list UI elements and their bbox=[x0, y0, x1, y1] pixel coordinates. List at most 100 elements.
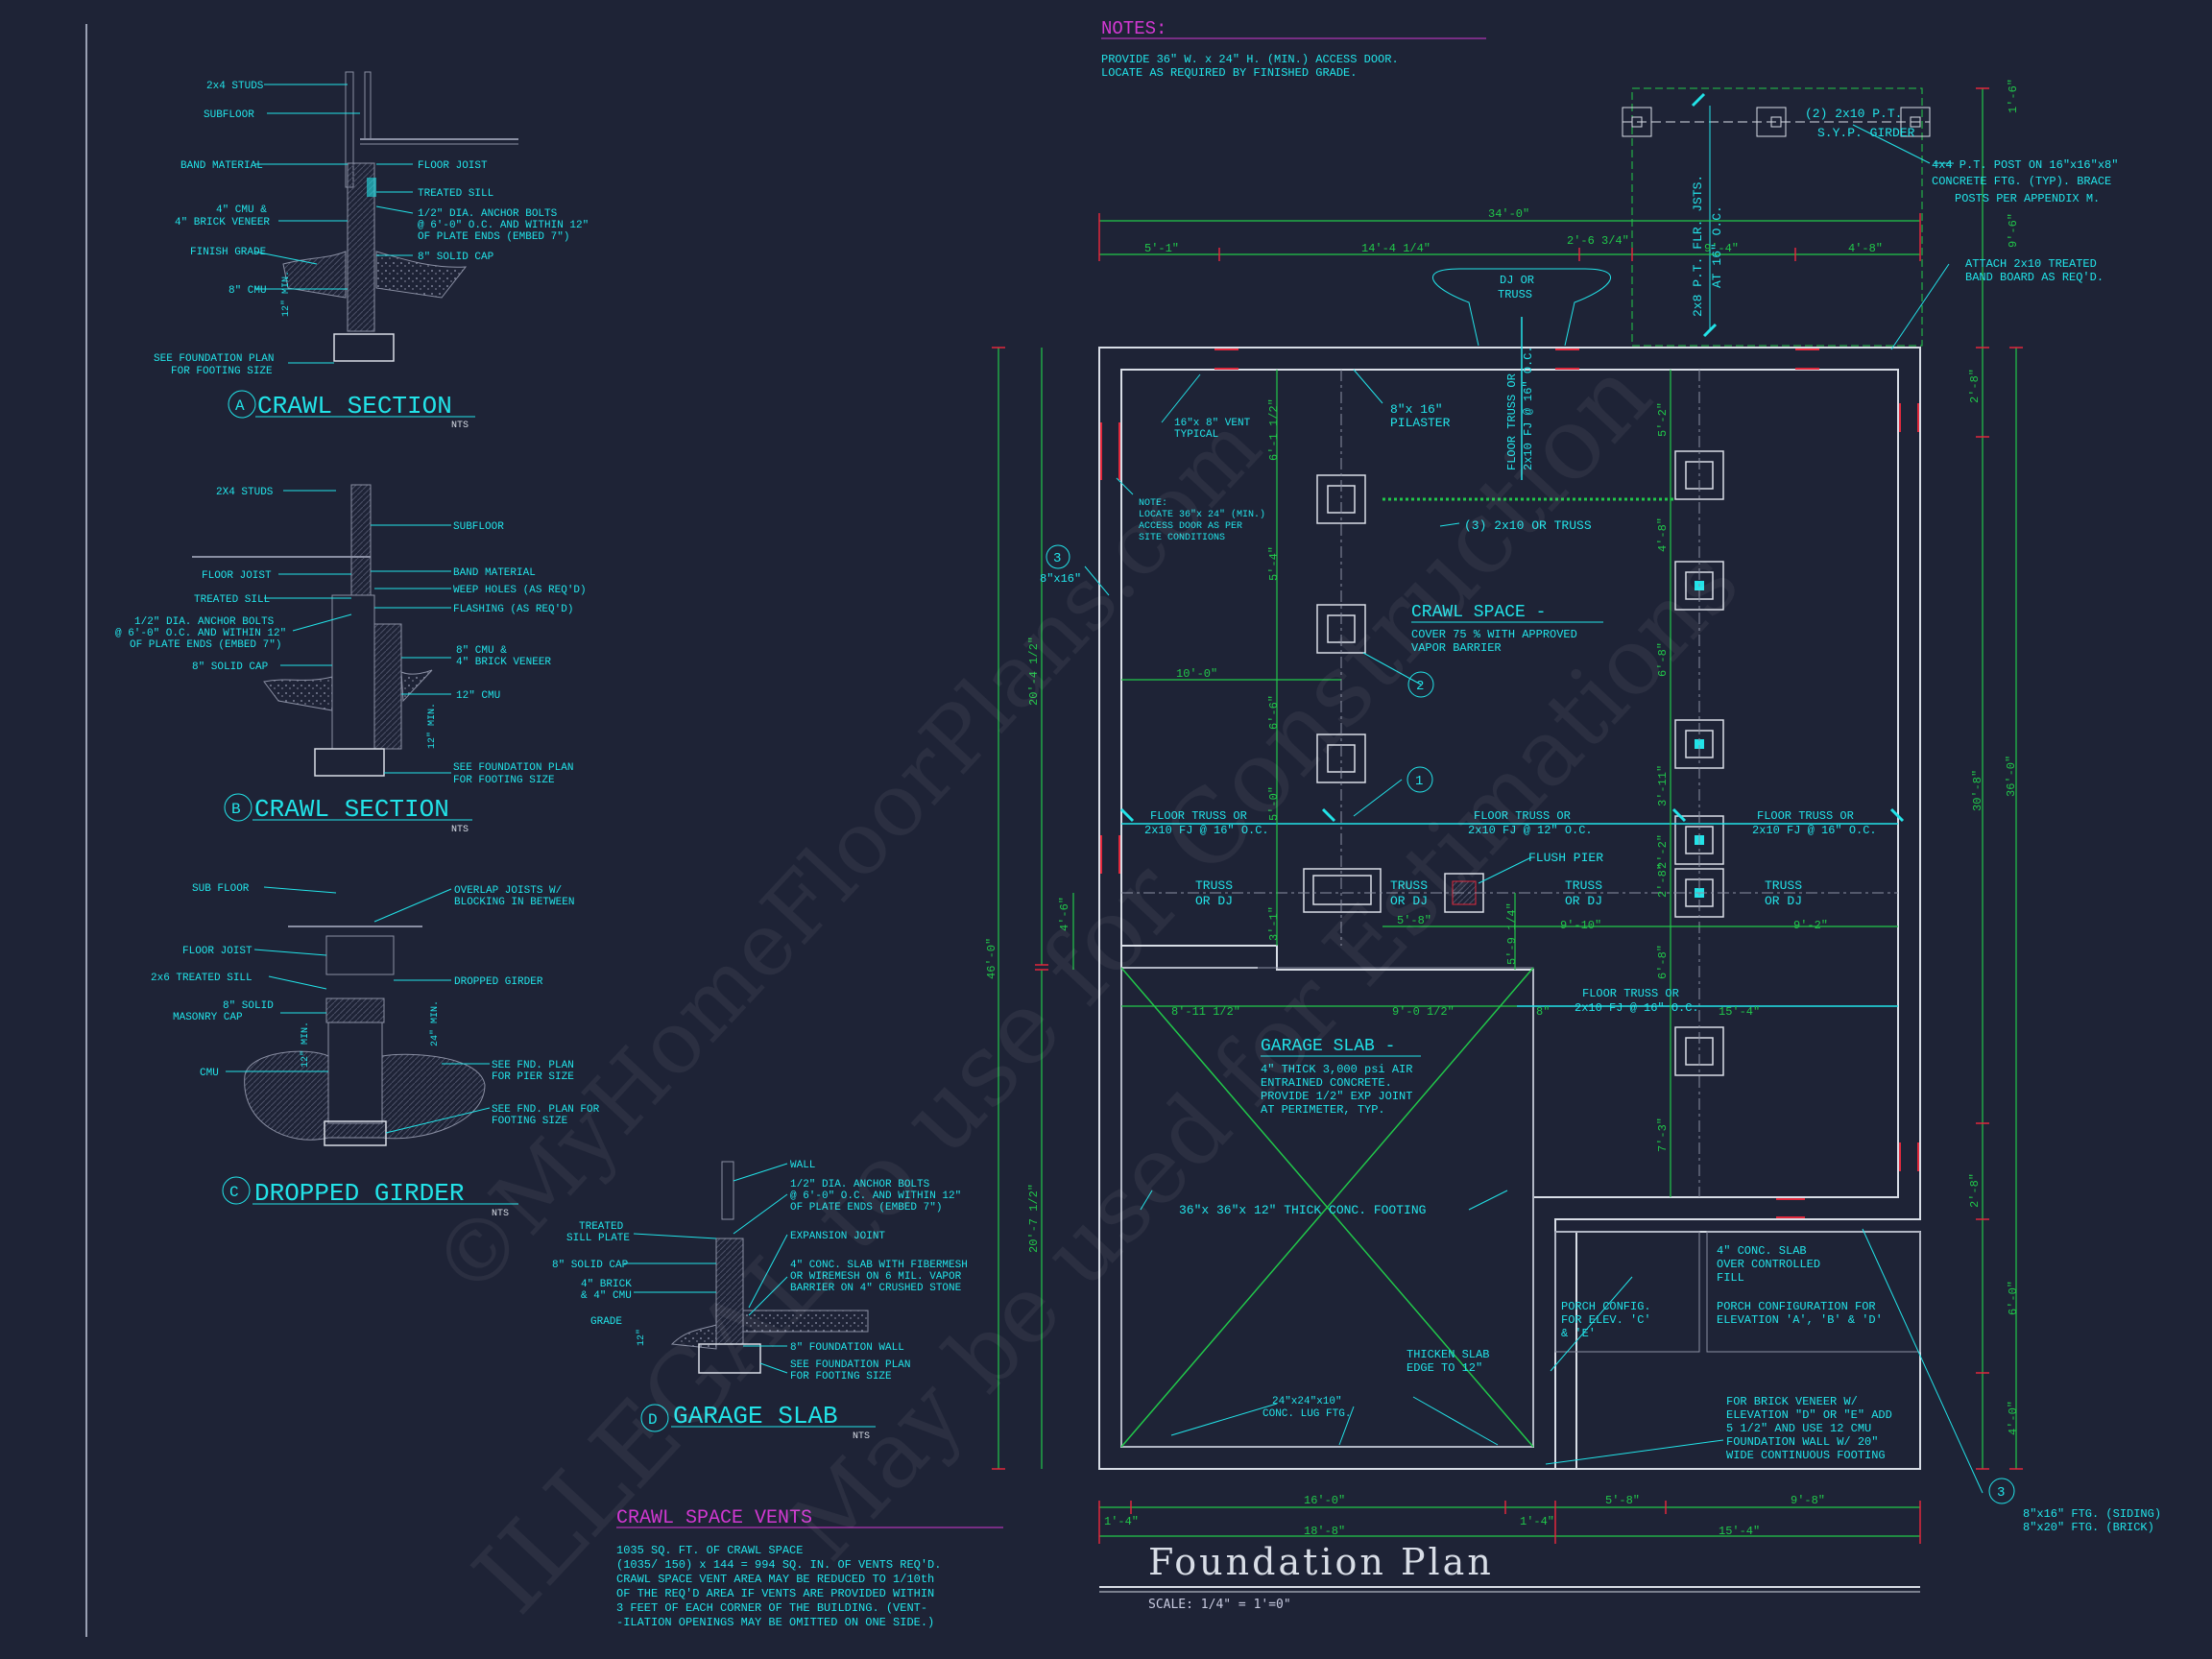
dim-inner-19: 2'-2" bbox=[1656, 834, 1670, 869]
b-label-flashing: FLASHING (AS REQ'D) bbox=[453, 604, 573, 615]
label-garage-5: AT PERIMETER, TYP. bbox=[1261, 1103, 1385, 1117]
a-label-brick: 4" BRICK VENEER bbox=[175, 217, 270, 228]
a-label-cap: 8" SOLID CAP bbox=[418, 252, 494, 263]
b-label-see-plan: SEE FOUNDATION PLAN bbox=[453, 762, 573, 774]
label-ft1-b: 2x10 FJ @ 16" O.C. bbox=[1144, 824, 1269, 837]
dim-inner-16: 4'-8" bbox=[1656, 517, 1670, 552]
detail-d-garage-slab: WALL 1/2" DIA. ANCHOR BOLTS @ 6'-0" O.C.… bbox=[552, 1160, 968, 1442]
dim-right-3: 2'-8" bbox=[1968, 369, 1982, 403]
c-label-sill: 2x6 TREATED SILL bbox=[151, 973, 252, 984]
label-flush-pier: FLUSH PIER bbox=[1528, 851, 1603, 865]
label-footing: 36"x 36"x 12" THICK CONC. FOOTING bbox=[1179, 1203, 1426, 1217]
a-label-cmu: 4" CMU & bbox=[216, 204, 267, 216]
dim-right-8: 4'-0" bbox=[2007, 1401, 2020, 1435]
label-access-note: NOTE: bbox=[1139, 498, 1167, 509]
c-title: DROPPED GIRDER bbox=[254, 1179, 464, 1208]
b-label-anchor2: @ 6'-0" O.C. AND WITHIN 12" bbox=[115, 628, 286, 639]
label-garage: GARAGE SLAB - bbox=[1261, 1037, 1395, 1056]
dim-inner-3: 6'-6" bbox=[1267, 695, 1281, 730]
label-pilaster: 8"x 16" bbox=[1390, 402, 1443, 417]
label-slab-3: FILL bbox=[1717, 1271, 1744, 1285]
callout-3-right-text-2: 8"x20" FTG. (BRICK) bbox=[2023, 1521, 2154, 1534]
d-label-wall: WALL bbox=[790, 1160, 815, 1171]
label-dj-2: TRUSS bbox=[1498, 288, 1532, 301]
c-label-footing: SEE FND. PLAN FOR bbox=[492, 1104, 600, 1116]
b-title: CRAWL SECTION bbox=[254, 795, 449, 824]
notes-block: NOTES: PROVIDE 36" W. x 24" H. (MIN.) AC… bbox=[1101, 18, 1486, 80]
label-ft1: FLOOR TRUSS OR bbox=[1150, 809, 1247, 823]
label-band: ATTACH 2x10 TREATED bbox=[1965, 257, 2097, 271]
label-girder-2: S.Y.P. GIRDER bbox=[1817, 126, 1915, 140]
c-label-girder: DROPPED GIRDER bbox=[454, 976, 543, 988]
a-label-studs: 2x4 STUDS bbox=[206, 81, 264, 92]
vents-line-6: -ILATION OPENINGS MAY BE OMITTED ON ONE … bbox=[616, 1616, 934, 1629]
vents-line-3: CRAWL SPACE VENT AREA MAY BE REDUCED TO … bbox=[616, 1573, 934, 1586]
dim-bottom-1: 1'-4" bbox=[1104, 1515, 1139, 1528]
label-garage-3: ENTRAINED CONCRETE. bbox=[1261, 1076, 1392, 1090]
callout-3-left-text: 8"x16" bbox=[1040, 572, 1081, 586]
label-ft3: FLOOR TRUSS OR bbox=[1757, 809, 1854, 823]
b-label-anchor: 1/2" DIA. ANCHOR BOLTS bbox=[134, 616, 275, 628]
b-nts: NTS bbox=[451, 825, 469, 835]
d-letter: D bbox=[648, 1411, 658, 1429]
plan-drawing: 3 1 2 3 bbox=[992, 87, 2023, 1544]
callout-2-tag: 2 bbox=[1416, 679, 1424, 694]
dim-right-6: 2'-8" bbox=[1968, 1173, 1982, 1208]
label-brick-3: 5 1/2" AND USE 12 CMU bbox=[1726, 1422, 1871, 1435]
label-crawl-3: VAPOR BARRIER bbox=[1411, 641, 1502, 655]
a-label-band: BAND MATERIAL bbox=[180, 160, 263, 172]
dim-right-5: 36'-0" bbox=[2005, 756, 2018, 797]
dim-left-1: 20'-4 1/2" bbox=[1027, 637, 1041, 706]
a-letter: A bbox=[235, 397, 245, 415]
a-label-footing: FOR FOOTING SIZE bbox=[171, 366, 273, 377]
vents-line-1: 1035 SQ. FT. OF CRAWL SPACE bbox=[616, 1544, 803, 1557]
dim-top-1: 5'-1" bbox=[1144, 242, 1179, 255]
dim-inner-6: 10'-0" bbox=[1176, 667, 1217, 681]
label-triple: (3) 2x10 OR TRUSS bbox=[1464, 518, 1592, 533]
dim-inner-22: 7'-3" bbox=[1656, 1118, 1670, 1152]
dim-left-3: 20'-7 1/2" bbox=[1027, 1184, 1041, 1253]
label-ft2-b: 2x10 FJ @ 12" O.C. bbox=[1468, 824, 1593, 837]
label-truss2-b: OR DJ bbox=[1390, 894, 1428, 908]
d-label-fwall: 8" FOUNDATION WALL bbox=[790, 1342, 904, 1354]
a-label-12min: 12" MIN. bbox=[280, 271, 292, 317]
label-porch-joists: 2x8 P.T. FLR. JSTS. bbox=[1691, 175, 1705, 317]
a-label-subfloor: SUBFLOOR bbox=[204, 109, 254, 121]
dim-inner-9: 9'-2" bbox=[1793, 919, 1828, 932]
d-label-see: SEE FOUNDATION PLAN bbox=[790, 1359, 910, 1371]
dim-inner-1: 6'-1 1/2" bbox=[1267, 398, 1281, 461]
label-vent-2: TYPICAL bbox=[1174, 429, 1218, 441]
plan-labels: (2) 2x10 P.T. S.Y.P. GIRDER 4x4 P.T. POS… bbox=[1040, 107, 2161, 1534]
b-letter: B bbox=[231, 801, 241, 818]
d-label-sill: SILL PLATE bbox=[566, 1233, 630, 1244]
dim-inner-13: 8" bbox=[1536, 1005, 1550, 1019]
dim-inner-11: 8'-11 1/2" bbox=[1171, 1005, 1240, 1019]
notes-heading: NOTES: bbox=[1101, 18, 1166, 39]
label-garage-4: PROVIDE 1/2" EXP JOINT bbox=[1261, 1090, 1412, 1103]
d-label-slab3: BARRIER ON 4" CRUSHED STONE bbox=[790, 1283, 962, 1294]
label-porch-joists-2: AT 16" O.C. bbox=[1710, 205, 1724, 288]
notes-line-2: LOCATE AS REQUIRED BY FINISHED GRADE. bbox=[1101, 66, 1357, 80]
a-label-anchor3: OF PLATE ENDS (EMBED 7") bbox=[418, 231, 569, 243]
label-porch1-b: FOR ELEV. 'C' bbox=[1561, 1313, 1651, 1327]
dim-inner-20: 2'-8" bbox=[1656, 863, 1670, 898]
d-label-treated: TREATED bbox=[579, 1221, 624, 1233]
dim-right-1: 1'-6" bbox=[2007, 79, 2020, 113]
dim-left-4: 4'-6" bbox=[1058, 897, 1071, 931]
label-porch1: PORCH CONFIG. bbox=[1561, 1300, 1651, 1313]
dim-inner-5: 3'-1" bbox=[1267, 906, 1281, 941]
d-label-brick: 4" BRICK bbox=[581, 1279, 632, 1290]
label-brick: FOR BRICK VENEER W/ bbox=[1726, 1395, 1858, 1408]
callout-3-right-text: 8"x16" FTG. (SIDING) bbox=[2023, 1507, 2161, 1521]
crawl-space-vents-note: CRAWL SPACE VENTS 1035 SQ. FT. OF CRAWL … bbox=[616, 1507, 1003, 1629]
b-label-12min: 12" MIN. bbox=[426, 703, 438, 749]
dim-top-overall: 34'-0" bbox=[1488, 207, 1529, 221]
c-label-cmu: CMU bbox=[200, 1068, 219, 1079]
dim-inner-12: 9'-0 1/2" bbox=[1392, 1005, 1455, 1019]
c-label-24min: 24" MIN. bbox=[429, 1000, 441, 1046]
label-porch1-c: & 'E' bbox=[1561, 1327, 1596, 1340]
label-floor-truss-v-2: 2x10 FJ @ 16" O.C. bbox=[1522, 346, 1535, 470]
dim-top-2: 14'-4 1/4" bbox=[1361, 242, 1431, 255]
d-label-exp: EXPANSION JOINT bbox=[790, 1231, 885, 1242]
label-truss3: TRUSS bbox=[1565, 878, 1602, 893]
